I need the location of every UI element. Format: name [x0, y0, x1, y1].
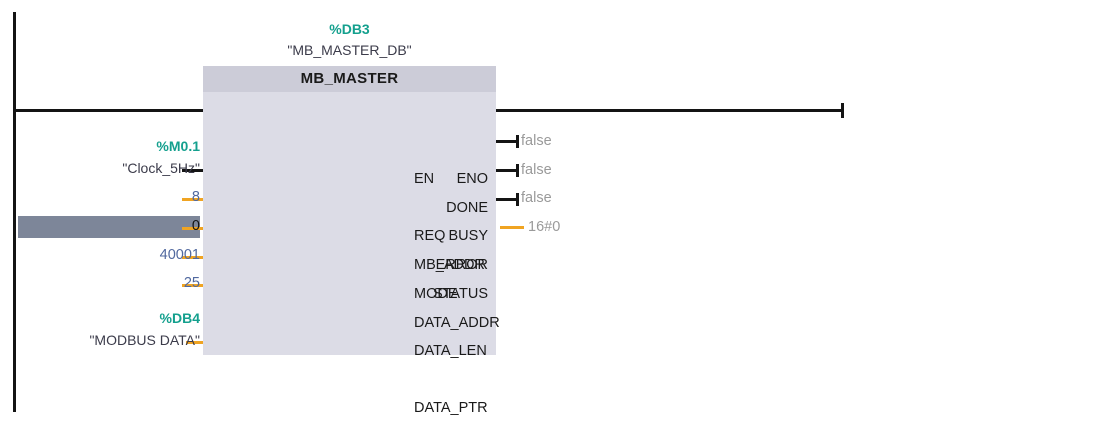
- operand-sym-data-ptr[interactable]: "MODBUS DATA": [89, 332, 200, 348]
- port-label-data-addr[interactable]: DATA_ADDR: [414, 315, 500, 331]
- wire-status[interactable]: [500, 226, 524, 229]
- wire-done[interactable]: [496, 140, 518, 143]
- rung-en-wire[interactable]: [13, 109, 203, 112]
- port-label-data-ptr[interactable]: DATA_PTR: [414, 400, 488, 416]
- operand-addr-data-ptr[interactable]: %DB4: [159, 310, 200, 326]
- port-label-en[interactable]: EN: [414, 171, 435, 187]
- selection-highlight: [18, 216, 200, 238]
- operand-value-mode[interactable]: 0: [191, 218, 200, 234]
- function-block-mb-master[interactable]: MB_MASTER EN REQ MB_ADDR MODE DATA_ADDR …: [203, 66, 500, 416]
- port-label-mode[interactable]: MODE: [414, 286, 458, 302]
- block-title: MB_MASTER: [203, 66, 496, 92]
- wire-busy[interactable]: [496, 169, 518, 172]
- wire-busy-terminator: [516, 164, 519, 177]
- monitor-value-status: 16#0: [528, 219, 561, 235]
- block-db-name[interactable]: "MB_MASTER_DB": [287, 42, 412, 58]
- monitor-value-done: false: [521, 133, 552, 149]
- rung-eno-terminator: [841, 103, 844, 118]
- wire-error-terminator: [516, 193, 519, 206]
- wire-data-addr[interactable]: [182, 256, 203, 259]
- block-db-number[interactable]: %DB3: [329, 21, 370, 37]
- operand-sym-req[interactable]: "Clock_5Hz": [122, 160, 200, 176]
- power-rail: [13, 12, 16, 412]
- port-label-req[interactable]: REQ: [414, 228, 446, 244]
- wire-data-len[interactable]: [182, 284, 203, 287]
- port-label-data-len[interactable]: DATA_LEN: [414, 343, 487, 359]
- monitor-value-busy: false: [521, 162, 552, 178]
- operand-value-mb-addr[interactable]: 8: [191, 189, 200, 205]
- rung-eno-wire[interactable]: [496, 109, 843, 112]
- port-label-error[interactable]: ERROR: [435, 257, 488, 273]
- port-label-busy[interactable]: BUSY: [448, 228, 489, 244]
- wire-mode[interactable]: [182, 227, 203, 230]
- wire-req[interactable]: [182, 169, 203, 172]
- port-label-done[interactable]: DONE: [446, 200, 488, 216]
- wire-mb-addr[interactable]: [182, 198, 203, 201]
- port-label-status[interactable]: STATUS: [432, 286, 488, 302]
- wire-done-terminator: [516, 135, 519, 148]
- port-label-eno[interactable]: ENO: [456, 171, 488, 187]
- monitor-value-error: false: [521, 190, 552, 206]
- wire-error[interactable]: [496, 198, 518, 201]
- operand-value-data-addr[interactable]: 40001: [159, 247, 200, 263]
- wire-data-ptr[interactable]: [186, 341, 203, 344]
- operand-addr-req[interactable]: %M0.1: [156, 138, 200, 154]
- operand-value-data-len[interactable]: 25: [183, 275, 200, 291]
- port-label-mb-addr[interactable]: MB_ADDR: [414, 257, 485, 273]
